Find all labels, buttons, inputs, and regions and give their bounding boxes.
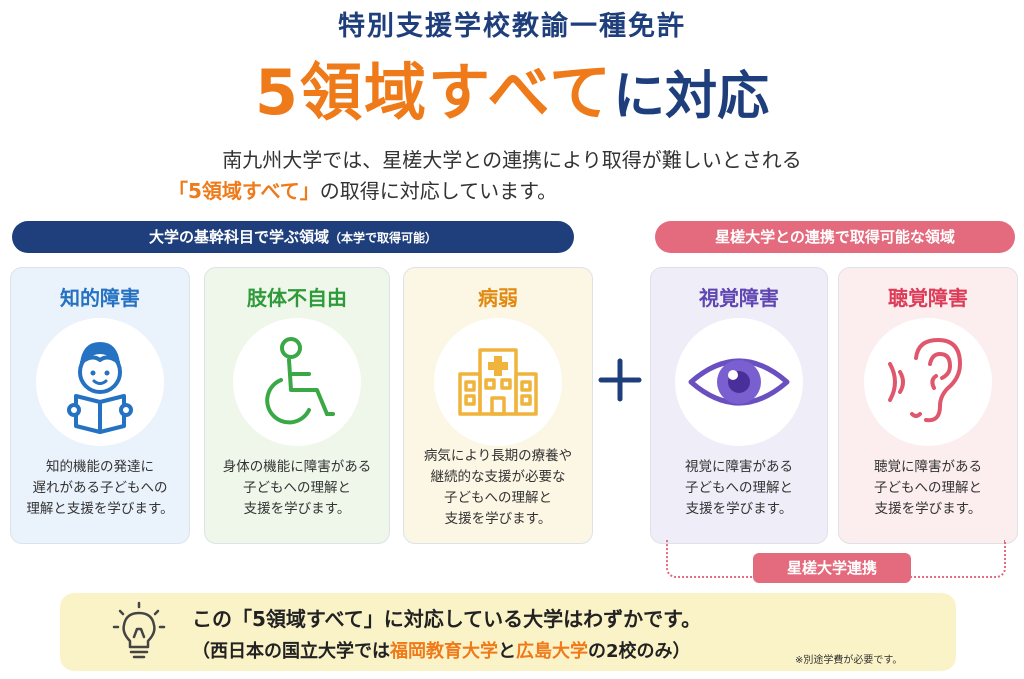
card-desc-line: 遅れがある子どもへの [32,480,168,496]
partner-link-label: 星槎大学連携 [753,553,911,583]
card-desc-line: 身体の機能に障害がある [222,459,372,475]
lead-line-2: 「5領域すべて」の取得に対応しています。 [168,175,557,204]
partner-domains-label: 星槎大学との連携で取得可能な領域 [655,221,1015,253]
card-desc-line: 子どもへの理解と [243,480,351,496]
core-label-note: （本学で取得可能） [329,231,438,245]
card-desc-line: 聴覚に障害がある [874,459,982,475]
card-description: 聴覚に障害がある 子どもへの理解と 支援を学びます。 [845,457,1011,520]
domain-card-intellectual: 知的障害 知的機能の発達に 遅れがある子どもへの 理解と支援を学びます。 [10,267,190,544]
card-description: 身体の機能に障害がある 子どもへの理解と 支援を学びます。 [211,457,383,520]
card-desc-line: 支援を学びます。 [444,511,552,527]
note-line-2: （西日本の国立大学では福岡教育大学と広島大学の2校のみ） [192,637,691,663]
domain-card-physical: 肢体不自由 身体の機能に障害がある 子どもへの理解と 支援を学びます。 [204,267,390,544]
card-desc-line: 支援を学びます。 [685,501,793,517]
headline: 5領域すべてに対応 [0,42,1024,132]
lead-rest: の取得に対応しています。 [319,179,558,203]
headline-highlight: 5領域すべて [254,56,614,129]
note-suffix: の2校のみ） [588,641,691,662]
plus-icon [598,358,642,402]
card-title: 聴覚障害 [888,286,968,310]
note-box [60,593,956,671]
card-desc-line: 支援を学びます。 [874,501,982,517]
card-desc-line: 継続的な支援が必要な [430,469,566,485]
note-prefix: （西日本の国立大学では [192,641,390,662]
lead-line-1: 南九州大学では、星槎大学との連携により取得が難しいとされる [222,148,802,172]
core-label-text: 大学の基幹科目で学ぶ領域 [148,228,329,246]
eye-icon [675,318,803,446]
card-description: 病気により長期の療養や 継続的な支援が必要な 子どもへの理解と 支援を学びます。 [410,446,586,530]
domain-card-hearing: 聴覚障害 聴覚に障害がある 子どもへの理解と 支援を学びます。 [838,267,1018,544]
fee-footnote: ※別途学費が必要です。 [795,655,903,666]
card-title: 肢体不自由 [247,286,347,310]
card-desc-line: 知的機能の発達に [46,459,154,475]
hospital-icon [434,318,562,446]
card-title: 視覚障害 [699,286,779,310]
headline-rest: に対応 [613,67,770,127]
university-hiroshima: 広島大学 [516,641,588,662]
card-desc-line: 支援を学びます。 [243,501,351,517]
wheelchair-icon [233,318,361,446]
domain-card-visual: 視覚障害 視覚に障害がある 子どもへの理解と 支援を学びます。 [650,267,828,544]
subtitle: 特別支援学校教諭一種免許 [338,11,686,42]
note-mid: と [498,641,516,662]
card-title: 知的障害 [60,286,140,310]
card-desc-line: 病気により長期の療養や [423,448,573,464]
card-description: 知的機能の発達に 遅れがある子どもへの 理解と支援を学びます。 [17,457,183,520]
card-desc-line: 視覚に障害がある [685,459,793,475]
lead-highlight: 「5領域すべて」 [168,179,320,203]
domain-card-illness: 病弱 病気により長期の療養や 継続的な支援が必要な 子どもへの理解と 支援を学び… [403,267,593,544]
lightbulb-icon [112,601,166,659]
card-title: 病弱 [478,286,518,310]
ear-icon [864,318,992,446]
card-desc-line: 子どもへの理解と [444,490,552,506]
card-description: 視覚に障害がある 子どもへの理解と 支援を学びます。 [657,457,821,520]
core-domains-label: 大学の基幹科目で学ぶ領域（本学で取得可能） [12,221,574,253]
card-desc-line: 子どもへの理解と [874,480,982,496]
university-fukuoka: 福岡教育大学 [390,641,498,662]
child-reading-icon [36,318,164,446]
card-desc-line: 理解と支援を学びます。 [26,501,174,517]
card-desc-line: 子どもへの理解と [685,480,793,496]
note-line-1: この「5領域すべて」に対応している大学はわずかです。 [192,607,702,631]
